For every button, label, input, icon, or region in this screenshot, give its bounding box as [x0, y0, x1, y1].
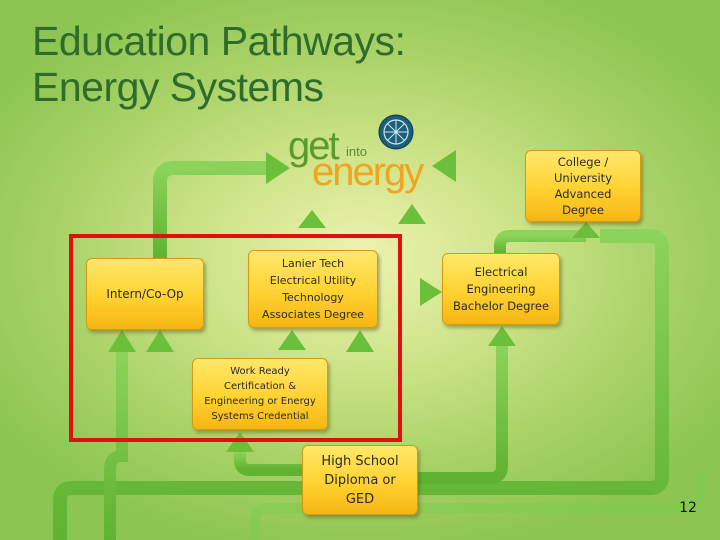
work-to-lanier-arrowhead	[278, 330, 306, 350]
lanier-tech-box: Lanier Tech Electrical Utility Technolog…	[248, 250, 378, 328]
logo-text-into: into	[346, 144, 367, 159]
college-university-label: College / University Advanced Degree	[553, 155, 612, 217]
hs-to-work-arrow	[234, 452, 302, 476]
intern-coop-box: Intern/Co-Op	[86, 258, 204, 330]
intern-to-logo-arrow	[153, 161, 266, 258]
lanier-to-elec-arrowhead	[420, 278, 442, 306]
get-into-energy-logo: get into energy	[286, 114, 426, 198]
page-number: 12	[679, 500, 697, 516]
work-to-intern-arrowhead	[146, 330, 174, 352]
electrical-engineering-box: Electrical Engineering Bachelor Degree	[442, 253, 560, 325]
outer-loop-arrow	[53, 229, 669, 540]
hs-to-elec-arrow	[418, 346, 508, 484]
elec-to-college-arrow	[494, 230, 592, 253]
high-school-box: High School Diploma or GED	[302, 445, 418, 515]
intern-coop-label: Intern/Co-Op	[106, 287, 184, 301]
elec-to-logo-arrowhead	[398, 204, 426, 224]
bottom-loop-arrow	[250, 470, 705, 540]
hs-to-lanier-arrowhead	[346, 330, 374, 352]
intern-to-logo-arrowhead	[266, 152, 290, 184]
hs-to-intern-left-arrowhead	[108, 330, 136, 352]
college-to-logo-arrowhead	[432, 150, 456, 182]
slide-title: Education Pathways: Energy Systems	[32, 18, 406, 110]
lanier-to-logo-arrowhead	[298, 210, 326, 228]
electrical-engineering-label: Electrical Engineering Bachelor Degree	[452, 264, 550, 313]
logo-text-get: get	[288, 124, 340, 168]
globe-icon	[378, 114, 414, 150]
college-university-box: College / University Advanced Degree	[525, 150, 641, 222]
hs-to-work-arrowhead	[226, 432, 254, 452]
hs-to-intern-left-arrow	[104, 352, 128, 540]
elec-to-college-arrowhead	[572, 222, 600, 238]
title-line-1: Education Pathways:	[32, 18, 406, 64]
title-line-2: Energy Systems	[32, 64, 324, 110]
work-ready-label: Work Ready Certification & Engineering o…	[204, 366, 316, 422]
logo-text-energy: energy	[312, 150, 424, 194]
high-school-label: High School Diploma or GED	[321, 453, 399, 507]
highlight-frame	[69, 234, 402, 442]
work-ready-box: Work Ready Certification & Engineering o…	[192, 358, 328, 430]
lanier-tech-label: Lanier Tech Electrical Utility Technolog…	[262, 257, 364, 321]
hs-to-elec-arrowhead	[488, 326, 516, 346]
